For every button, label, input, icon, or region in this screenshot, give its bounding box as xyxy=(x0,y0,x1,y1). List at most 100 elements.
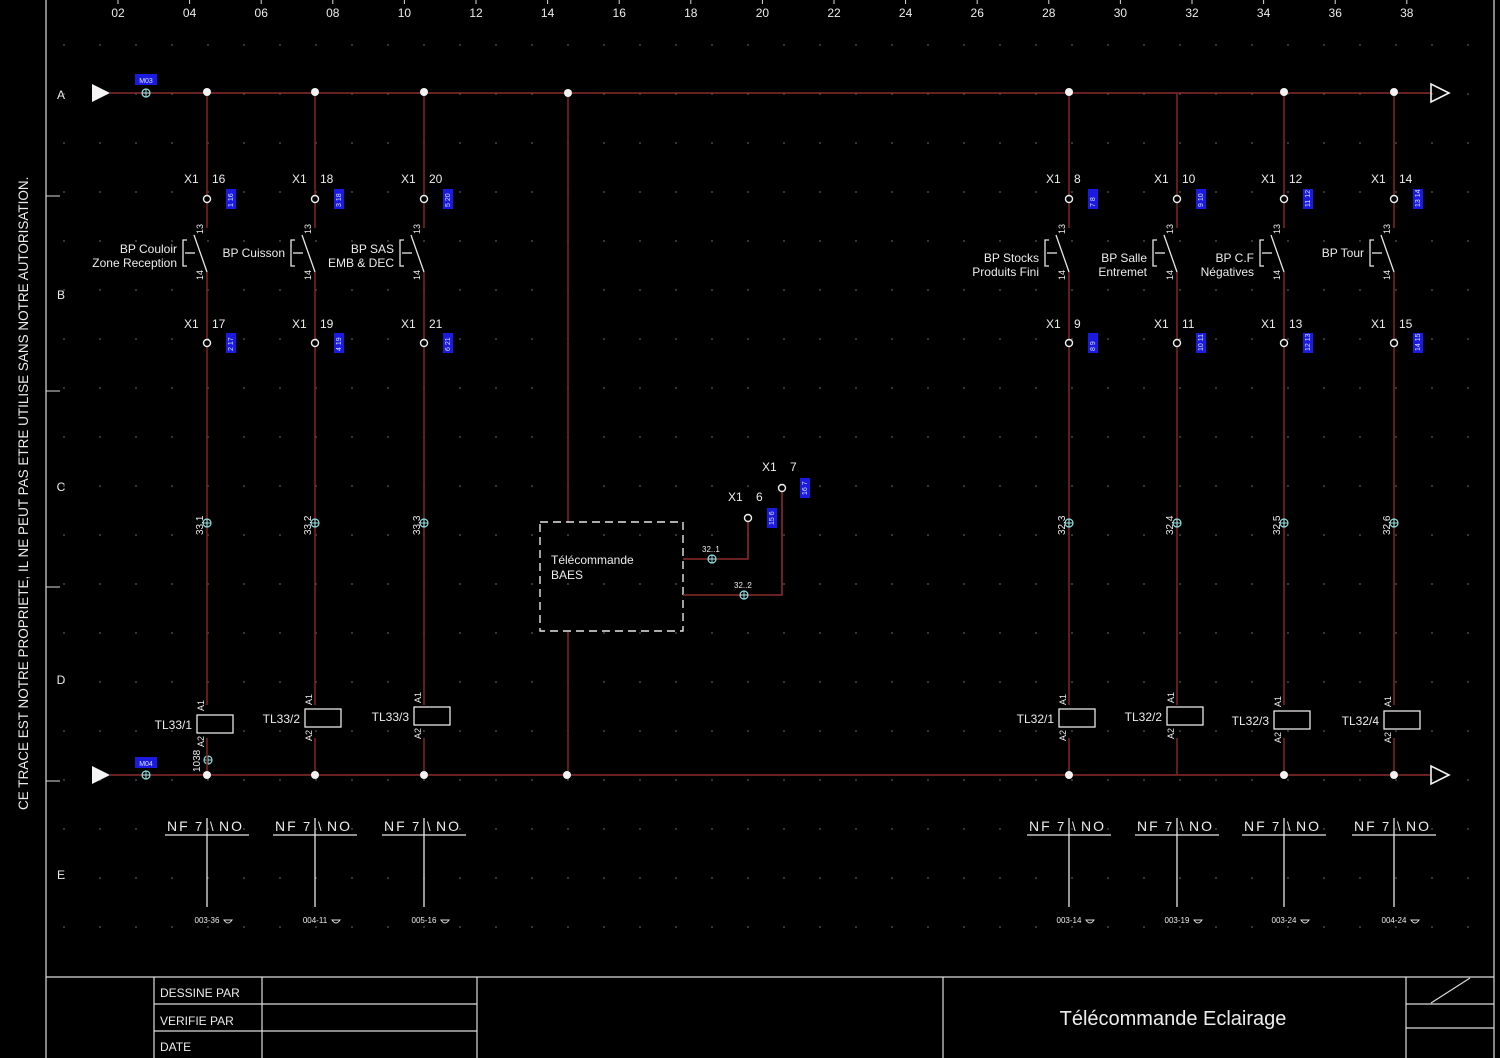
grid-dot xyxy=(1395,387,1397,389)
terminal-tag-label: 1 16 xyxy=(228,193,235,207)
terminal-tag: 8 9 xyxy=(1088,333,1098,353)
grid-dot xyxy=(495,387,497,389)
crossref-no-label: NO xyxy=(1406,818,1431,834)
grid-dot xyxy=(459,387,461,389)
grid-dot xyxy=(855,485,857,487)
grid-dot xyxy=(1287,926,1289,928)
relay-coil-icon[interactable] xyxy=(1058,708,1096,728)
relay-coil-icon[interactable] xyxy=(1166,706,1204,726)
relay-coil-icon[interactable] xyxy=(413,706,451,726)
baes-box[interactable] xyxy=(539,521,684,632)
grid-dot xyxy=(639,828,641,830)
terminal-x1-16[interactable] xyxy=(202,194,212,204)
grid-dot xyxy=(423,779,425,781)
grid-dot xyxy=(135,926,137,928)
grid-dot xyxy=(135,534,137,536)
drawn-by-field[interactable] xyxy=(263,978,476,1003)
grid-dot xyxy=(1251,240,1253,242)
grid-dot xyxy=(1251,583,1253,585)
terminal-x1-15[interactable] xyxy=(1389,338,1399,348)
terminal-x1-20[interactable] xyxy=(419,194,429,204)
grid-dot xyxy=(1359,779,1361,781)
column-label: 38 xyxy=(1400,6,1414,20)
terminal-strip-label: X1 xyxy=(401,317,416,331)
terminal-x1-18[interactable] xyxy=(310,194,320,204)
contact-blade xyxy=(1163,234,1178,273)
terminal-x1-21[interactable] xyxy=(419,338,429,348)
terminal-x1-19[interactable] xyxy=(310,338,320,348)
grid-dot xyxy=(999,142,1001,144)
terminal-x1-10[interactable] xyxy=(1172,194,1182,204)
baes-block[interactable]: Télécommande BAES 32..1 32..2 X1 6 15 6 … xyxy=(539,89,810,779)
grid-dot xyxy=(1071,828,1073,830)
relay-coil-icon[interactable] xyxy=(304,708,342,728)
terminal-strip-label: X1 xyxy=(762,460,777,474)
grid-dot xyxy=(603,191,605,193)
column-label: 06 xyxy=(255,6,269,20)
terminal-x1-8[interactable] xyxy=(1064,194,1074,204)
grid-dot xyxy=(459,436,461,438)
grid-dot xyxy=(1395,926,1397,928)
grid-dot xyxy=(459,289,461,291)
terminal-x1-13[interactable] xyxy=(1279,338,1289,348)
terminal-x1-11[interactable] xyxy=(1172,338,1182,348)
grid-dot xyxy=(1071,583,1073,585)
terminal-x1-17[interactable] xyxy=(202,338,212,348)
relay-coil-icon[interactable] xyxy=(1383,710,1421,730)
grid-dot xyxy=(819,877,821,879)
grid-dot xyxy=(1359,828,1361,830)
date-field[interactable] xyxy=(263,1032,476,1057)
grid-dot xyxy=(1035,44,1037,46)
terminal-x1-14[interactable] xyxy=(1389,194,1399,204)
rail-marker-label: M04 xyxy=(139,761,153,768)
relay-coil-icon[interactable] xyxy=(196,714,234,734)
terminal-strip-label: X1 xyxy=(401,172,416,186)
grid-dot xyxy=(1467,583,1469,585)
grid-dot xyxy=(387,583,389,585)
grid-dot xyxy=(1323,191,1325,193)
terminal-x1-12[interactable] xyxy=(1279,194,1289,204)
link-icon xyxy=(223,919,233,924)
grid-dot xyxy=(603,779,605,781)
relay-coil-icon[interactable] xyxy=(1273,710,1311,730)
crossref-no-label: NO xyxy=(436,818,461,834)
grid-dot xyxy=(819,779,821,781)
relay-coil-label: TL33/1 xyxy=(155,718,193,732)
terminal-strip-label: X1 xyxy=(184,317,199,331)
grid-dot xyxy=(603,485,605,487)
grid-dot xyxy=(1107,583,1109,585)
grid-dot xyxy=(1467,877,1469,879)
grid-dot xyxy=(63,828,65,830)
grid-dot xyxy=(1467,534,1469,536)
nf-contact-icon: 7 xyxy=(1382,819,1389,834)
grid-dot xyxy=(783,191,785,193)
crossref-page-ref: 004-11 xyxy=(303,916,328,925)
grid-dot xyxy=(1071,289,1073,291)
terminal-x1-6[interactable] xyxy=(743,513,753,523)
terminal-x1-9[interactable] xyxy=(1064,338,1074,348)
terminal-x1-7[interactable] xyxy=(777,483,787,493)
checked-by-field[interactable] xyxy=(263,1005,476,1030)
junction-node xyxy=(1065,88,1073,96)
